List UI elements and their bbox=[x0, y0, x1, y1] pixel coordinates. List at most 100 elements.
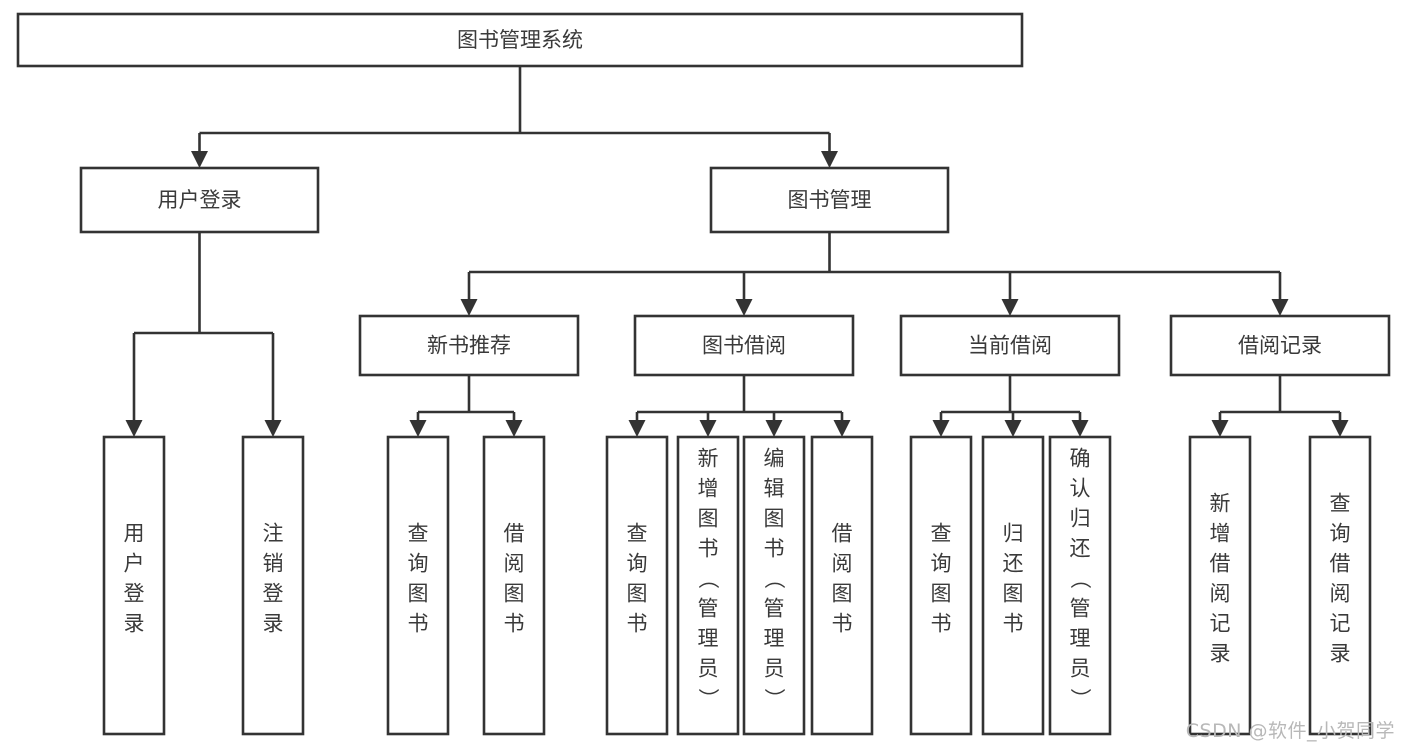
node-label-glyph: 图 bbox=[698, 507, 719, 531]
arrow-head-icon bbox=[765, 420, 783, 437]
node-rect bbox=[810, 435, 874, 736]
node-label-glyph: 图 bbox=[627, 582, 648, 606]
node-label-glyph: 员 bbox=[698, 657, 719, 681]
node-root-system[interactable]: 图书管理系统 bbox=[16, 12, 1024, 68]
node-label: 用户登录 bbox=[124, 522, 145, 636]
node-rect bbox=[1188, 435, 1252, 736]
node-label-glyph: 询 bbox=[931, 552, 952, 576]
node-label: 用户登录 bbox=[158, 188, 242, 212]
arrow-head-icon bbox=[628, 420, 646, 437]
node-level3-2[interactable]: 当前借阅 bbox=[899, 314, 1121, 377]
node-rect bbox=[605, 435, 669, 736]
arrow-head-icon bbox=[1004, 420, 1022, 437]
node-label-glyph: 书 bbox=[627, 612, 648, 636]
node-label: 图书借阅 bbox=[702, 334, 786, 358]
node-label-glyph: 录 bbox=[124, 612, 145, 636]
node-label-glyph: 确 bbox=[1070, 447, 1091, 471]
node-label-glyph: 归 bbox=[1003, 522, 1024, 546]
node-label-glyph: 用 bbox=[124, 522, 145, 546]
node-label-glyph: 管 bbox=[698, 597, 719, 621]
node-rect bbox=[1169, 314, 1391, 377]
node-rect bbox=[899, 314, 1121, 377]
node-label-glyph: 图 bbox=[931, 582, 952, 606]
node-label-glyph: 借 bbox=[1330, 552, 1351, 576]
node-label-glyph: 询 bbox=[408, 552, 429, 576]
node-label-glyph: 书 bbox=[504, 612, 525, 636]
node-rect bbox=[386, 435, 450, 736]
node-level2-1[interactable]: 图书管理 bbox=[709, 166, 950, 234]
node-label-glyph: 书 bbox=[1003, 612, 1024, 636]
node-rect bbox=[1048, 435, 1112, 736]
arrow-head-icon bbox=[735, 299, 753, 316]
node-label-glyph: 还 bbox=[1070, 537, 1091, 561]
node-label-glyph: （ bbox=[696, 568, 720, 589]
node-label-glyph: 图 bbox=[408, 582, 429, 606]
node-label-glyph: 归 bbox=[1070, 507, 1091, 531]
connector-edges-layer bbox=[125, 66, 1349, 437]
arrow-head-icon bbox=[125, 420, 143, 437]
node-rect bbox=[102, 435, 166, 736]
arrow-head-icon bbox=[460, 299, 478, 316]
node-label: 借阅记录 bbox=[1238, 334, 1322, 358]
node-level2-0[interactable]: 用户登录 bbox=[79, 166, 320, 234]
node-level3-1[interactable]: 图书借阅 bbox=[633, 314, 855, 377]
node-label-glyph: 辑 bbox=[764, 477, 785, 501]
node-rect bbox=[79, 166, 320, 234]
node-label: 新书推荐 bbox=[427, 334, 511, 358]
arrow-head-icon bbox=[699, 420, 717, 437]
node-level3-3[interactable]: 借阅记录 bbox=[1169, 314, 1391, 377]
node-rect bbox=[981, 435, 1045, 736]
node-label-glyph: 借 bbox=[504, 522, 525, 546]
arrow-head-icon bbox=[1211, 420, 1229, 437]
node-label-glyph: 询 bbox=[627, 552, 648, 576]
node-label-glyph: 阅 bbox=[1330, 582, 1351, 606]
node-label-glyph: 书 bbox=[764, 537, 785, 561]
arrow-head-icon bbox=[932, 420, 950, 437]
node-rect bbox=[241, 435, 305, 736]
node-label-glyph: 登 bbox=[263, 582, 284, 606]
node-label-glyph: 新 bbox=[1210, 492, 1231, 516]
node-rect bbox=[742, 435, 806, 736]
node-label-glyph: 书 bbox=[698, 537, 719, 561]
arrow-head-icon bbox=[1271, 299, 1289, 316]
node-label-glyph: 阅 bbox=[1210, 582, 1231, 606]
node-label-glyph: 借 bbox=[832, 522, 853, 546]
arrow-head-icon bbox=[1001, 299, 1019, 316]
node-leaf-0[interactable]: 用户登录 bbox=[102, 435, 166, 736]
arrow-head-icon bbox=[821, 151, 838, 168]
node-label-glyph: 管 bbox=[1070, 597, 1091, 621]
node-label-glyph: 理 bbox=[764, 627, 785, 651]
arrow-head-icon bbox=[191, 151, 208, 168]
node-label-glyph: 户 bbox=[124, 552, 145, 576]
node-rect bbox=[709, 166, 950, 234]
node-level3-0[interactable]: 新书推荐 bbox=[358, 314, 580, 377]
node-label-glyph: 员 bbox=[1070, 657, 1091, 681]
node-label-glyph: 登 bbox=[124, 582, 145, 606]
node-label-glyph: 查 bbox=[1330, 492, 1351, 516]
node-label-glyph: 认 bbox=[1070, 477, 1091, 501]
node-label-glyph: 记 bbox=[1330, 612, 1351, 636]
node-label-glyph: 阅 bbox=[832, 552, 853, 576]
node-label-glyph: 图 bbox=[504, 582, 525, 606]
node-label-glyph: 书 bbox=[408, 612, 429, 636]
arrow-head-icon bbox=[1071, 420, 1089, 437]
